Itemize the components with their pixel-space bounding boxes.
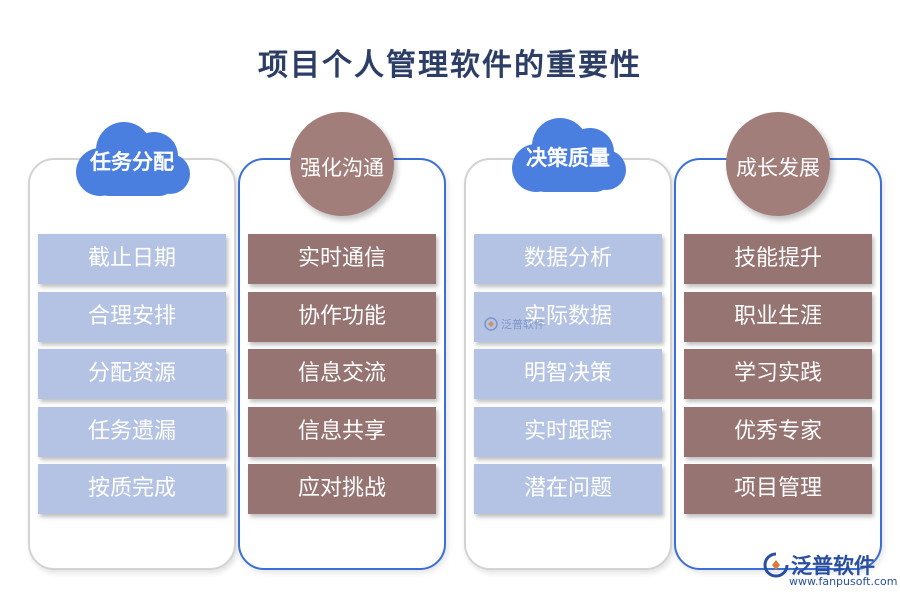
list-item: 信息共享 bbox=[248, 406, 436, 457]
list-item: 实际数据 bbox=[474, 291, 662, 342]
item-list: 截止日期 合理安排 分配资源 任务遗漏 按质完成 bbox=[38, 234, 226, 522]
column-header-label: 强化沟通 bbox=[300, 156, 384, 180]
list-item: 数据分析 bbox=[474, 234, 662, 284]
circle-header: 强化沟通 bbox=[290, 112, 394, 216]
list-item: 项目管理 bbox=[684, 464, 872, 514]
brand-url: www.fanpusoft.com bbox=[789, 575, 898, 588]
list-item: 学习实践 bbox=[684, 349, 872, 399]
list-item: 潜在问题 bbox=[474, 464, 662, 514]
list-item: 合理安排 bbox=[38, 291, 226, 342]
column-header-label: 成长发展 bbox=[736, 156, 820, 180]
item-list: 技能提升 职业生涯 学习实践 优秀专家 项目管理 bbox=[684, 234, 872, 522]
center-watermark-text: 泛普软件 bbox=[501, 318, 545, 331]
column-header-label: 任务分配 bbox=[90, 150, 174, 174]
column-growth: 成长发展 技能提升 职业生涯 学习实践 优秀专家 项目管理 bbox=[668, 110, 888, 570]
cloud-header: 决策质量 bbox=[498, 110, 638, 200]
column-decision-quality: 决策质量 数据分析 实际数据 明智决策 实时跟踪 潜在问题 bbox=[458, 110, 678, 570]
list-item: 职业生涯 bbox=[684, 291, 872, 342]
column-communication: 强化沟通 实时通信 协作功能 信息交流 信息共享 应对挑战 bbox=[232, 110, 452, 570]
list-item: 协作功能 bbox=[248, 291, 436, 342]
cloud-icon bbox=[76, 122, 190, 196]
cloud-icon bbox=[512, 118, 626, 192]
brand-logo: 泛普软件 www.fanpusoft.com bbox=[763, 550, 897, 592]
circle-header: 成长发展 bbox=[726, 112, 830, 216]
list-item: 信息交流 bbox=[248, 349, 436, 399]
list-item: 按质完成 bbox=[38, 464, 226, 514]
list-item: 分配资源 bbox=[38, 349, 226, 399]
list-item: 实时跟踪 bbox=[474, 406, 662, 457]
list-item: 任务遗漏 bbox=[38, 406, 226, 457]
list-item: 应对挑战 bbox=[248, 464, 436, 514]
item-list: 数据分析 实际数据 明智决策 实时跟踪 潜在问题 bbox=[474, 234, 662, 522]
column-task-allocation: 任务分配 截止日期 合理安排 分配资源 任务遗漏 按质完成 bbox=[22, 110, 242, 570]
item-list: 实时通信 协作功能 信息交流 信息共享 应对挑战 bbox=[248, 234, 436, 522]
list-item: 技能提升 bbox=[684, 234, 872, 284]
list-item: 实时通信 bbox=[248, 234, 436, 284]
logo-mark-icon bbox=[484, 317, 498, 331]
column-header-label: 决策质量 bbox=[526, 146, 610, 170]
list-item: 明智决策 bbox=[474, 349, 662, 399]
page-title: 项目个人管理软件的重要性 bbox=[258, 48, 642, 83]
cloud-header: 任务分配 bbox=[62, 114, 202, 204]
list-item: 优秀专家 bbox=[684, 406, 872, 457]
brand-logo-icon bbox=[763, 552, 789, 578]
brand-name: 泛普软件 bbox=[791, 554, 875, 578]
list-item: 截止日期 bbox=[38, 234, 226, 284]
center-watermark: 泛普软件 bbox=[484, 316, 545, 332]
